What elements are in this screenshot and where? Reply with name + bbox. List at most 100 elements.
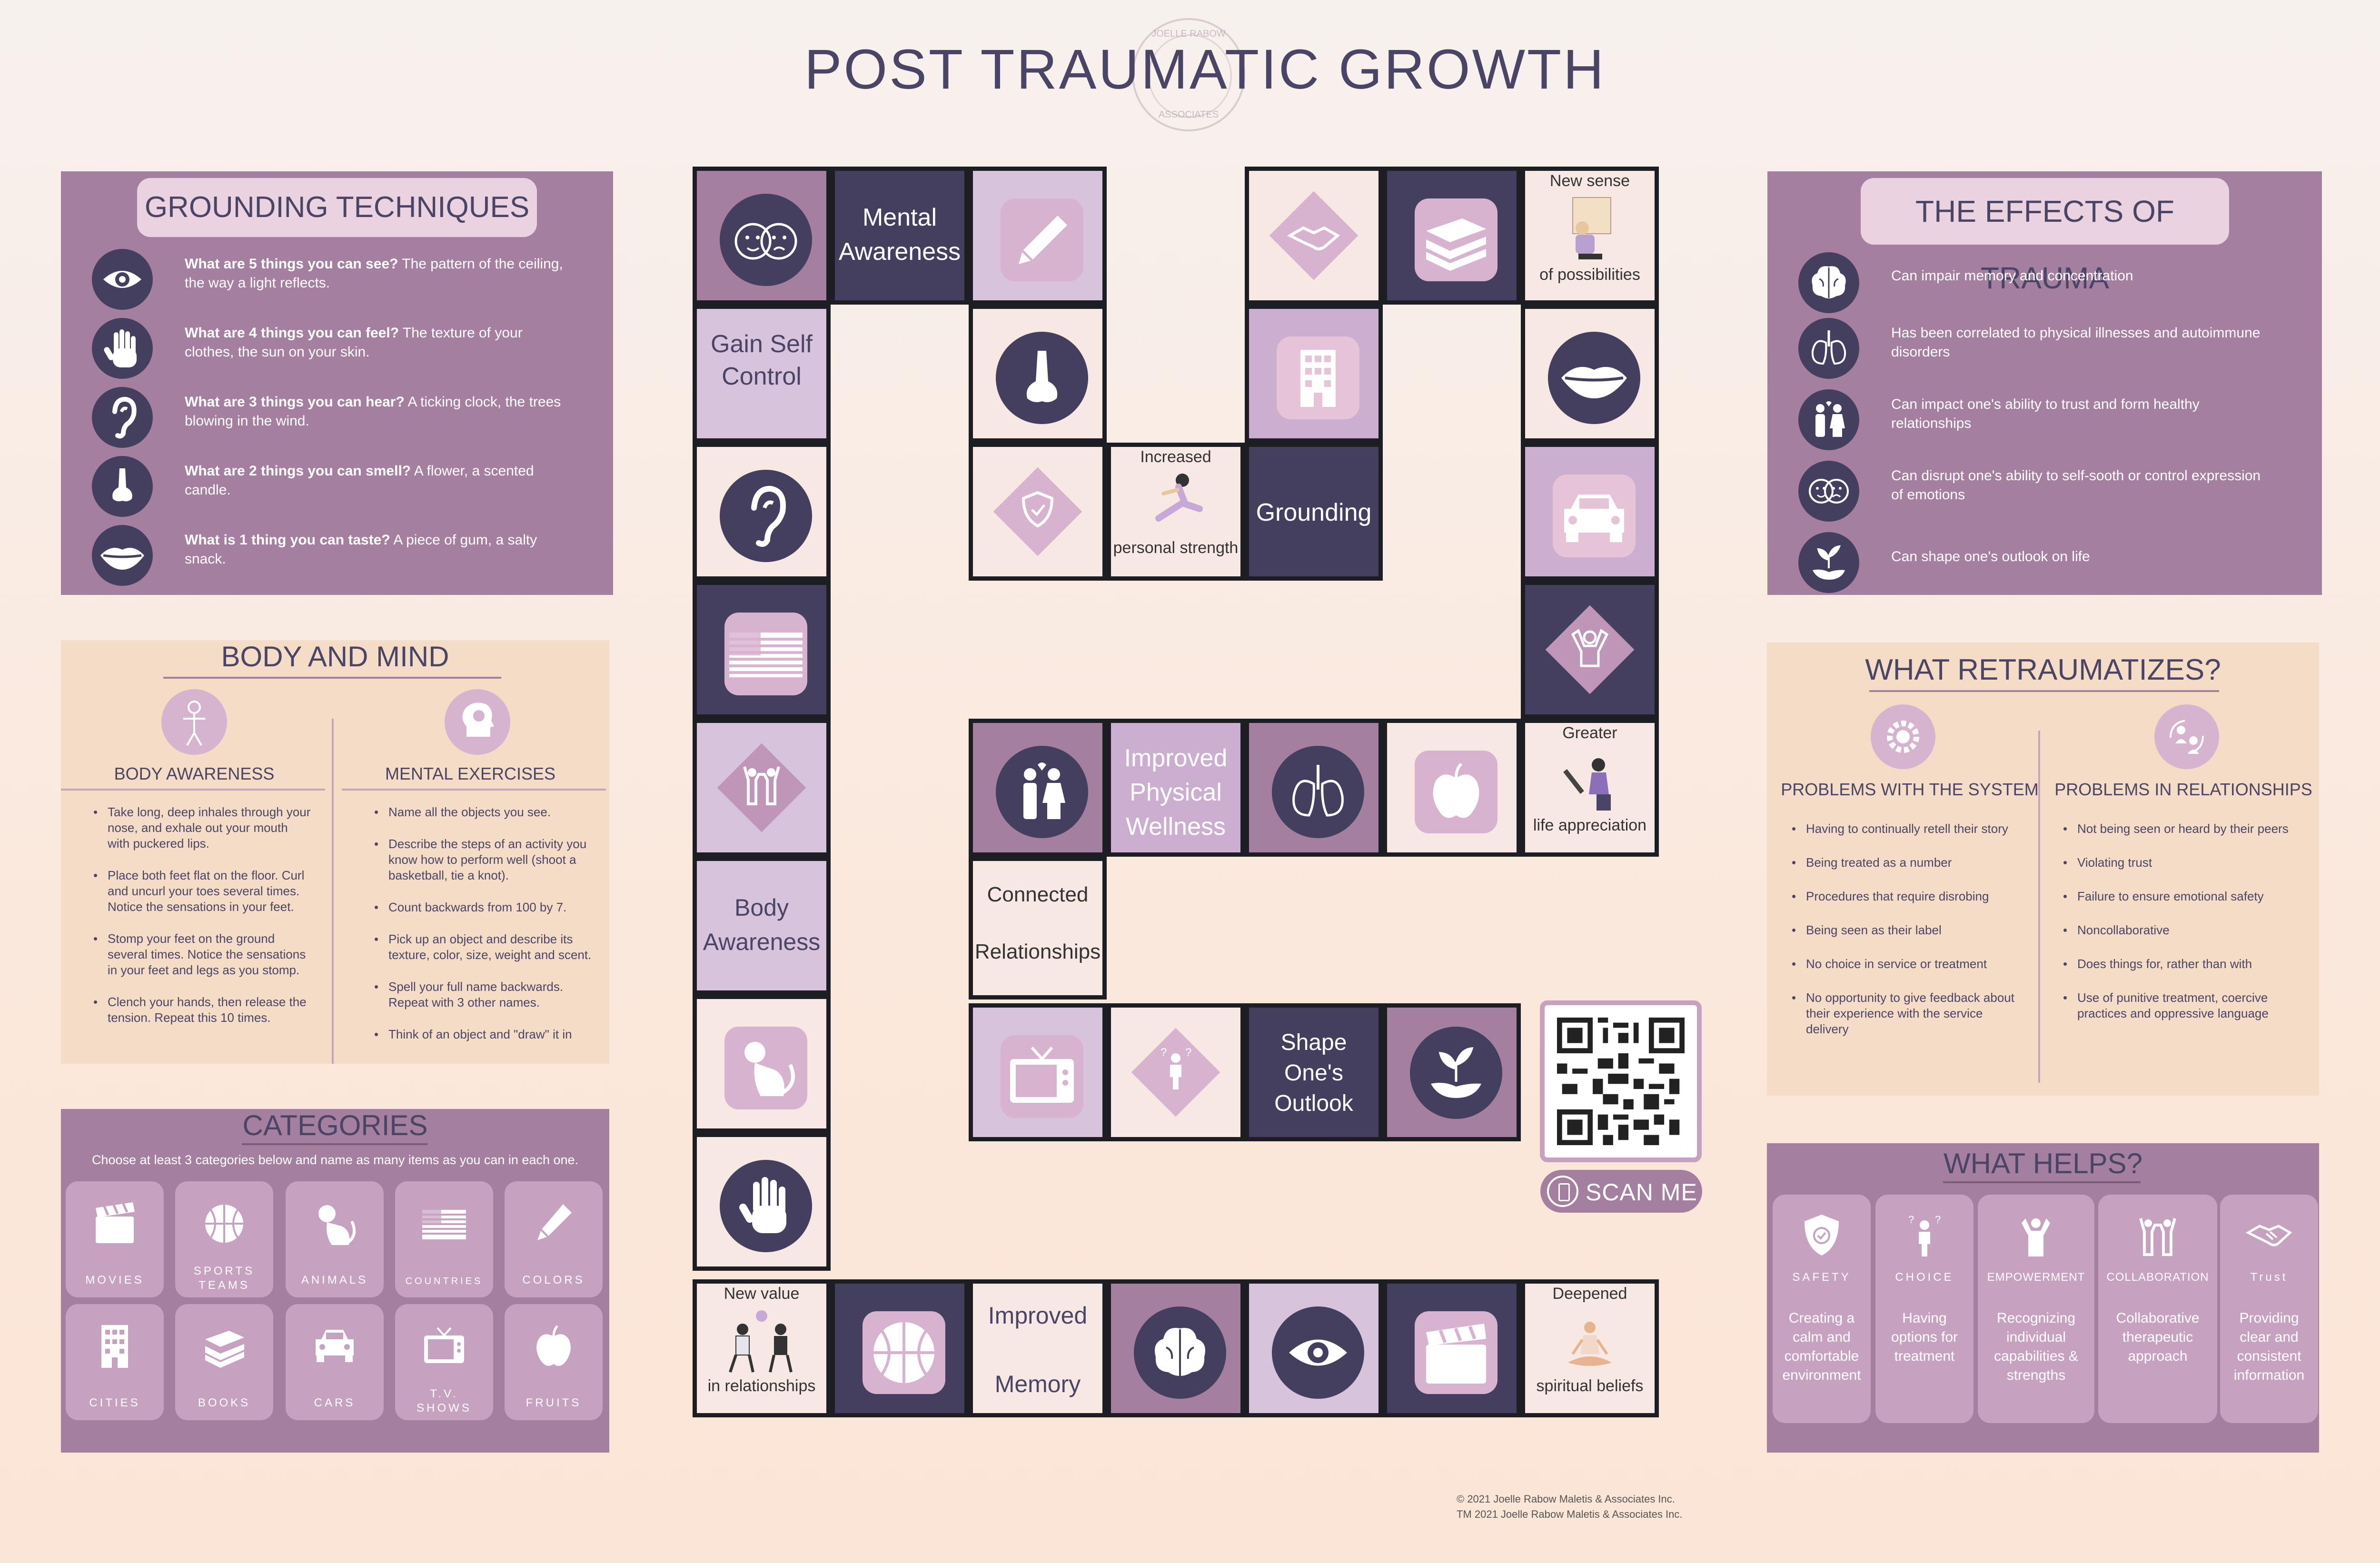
masks-icon (720, 194, 812, 286)
board-tile-masks[interactable] (693, 167, 831, 305)
category-colors[interactable]: COLORS (505, 1181, 603, 1297)
clapperboard-icon (1415, 1311, 1497, 1394)
board-tile-plant[interactable] (1383, 1003, 1521, 1141)
board-tile-couple[interactable] (969, 719, 1107, 857)
category-cities[interactable]: CITIES (66, 1304, 164, 1420)
board-tile-eye[interactable] (1245, 1279, 1383, 1417)
effects-item: Can disrupt one's ability to self-sooth … (1767, 457, 2320, 524)
board-tile-mental-awareness[interactable]: Mental Awareness (831, 167, 969, 305)
scan-me-label: SCAN ME (1586, 1179, 1697, 1206)
board-tile-new-sense[interactable]: New sense of possibilities (1521, 167, 1659, 305)
board-tile-increased-strength[interactable]: Increased personal strength (1107, 443, 1245, 581)
board-tile-ear[interactable] (693, 443, 831, 581)
board-tile-shield[interactable] (969, 443, 1107, 581)
category-movies[interactable]: MOVIES (66, 1181, 164, 1297)
two-people-talking-icon (729, 1310, 793, 1373)
lips-icon (1548, 332, 1640, 424)
categories-subtitle: Choose at least 3 categories below and n… (91, 1153, 579, 1167)
effects-item: Can shape one's outlook on life (1767, 528, 2320, 595)
help-safety: SAFETY Creating a calm and comfortable e… (1773, 1195, 1871, 1423)
collaboration-icon (2139, 1218, 2176, 1256)
board-tile-greater-appreciation[interactable]: Greater life appreciation (1521, 719, 1659, 857)
car-icon (1553, 475, 1636, 557)
game-board: Mental Awareness New sense of possibilit… (693, 167, 1673, 1428)
grounding-item: What are 3 things you can hear? A tickin… (61, 383, 613, 450)
effects-item: Can impact one's ability to trust and fo… (1767, 386, 2320, 452)
board-tile-gain-self-control[interactable]: Gain Self Control (693, 305, 831, 443)
board-tile-body-awareness[interactable]: Body Awareness (693, 857, 831, 995)
lips-icon (92, 525, 153, 586)
people-cycle-icon (2154, 704, 2219, 769)
gear-icon (1871, 704, 1935, 769)
choice-person-icon: ?? (1908, 1214, 1941, 1256)
board-tile-clapperboard[interactable] (1383, 1279, 1521, 1417)
retraumatizes-panel: WHAT RETRAUMATIZES? PROBLEMS WITH THE SY… (1767, 643, 2319, 1096)
ear-icon (720, 470, 812, 562)
shield-icon (1021, 491, 1054, 528)
body-awareness-heading: BODY AWARENESS (114, 764, 275, 783)
category-fruits[interactable]: FRUITS (505, 1304, 603, 1420)
board-tile-handshake[interactable] (1245, 167, 1383, 305)
categories-title: CATEGORIES (242, 1109, 428, 1141)
handshake-icon (2245, 1225, 2292, 1246)
board-tile-books[interactable] (1383, 167, 1521, 305)
board-tile-shape-outlook[interactable]: Shape One's Outlook (1245, 1003, 1383, 1141)
help-choice: ?? CHOICE Having options for treatment (1875, 1195, 1973, 1423)
category-tv-shows[interactable]: T.V. SHOWS (395, 1304, 493, 1420)
body-mind-panel: BODY AND MIND BODY AWARENESS MENTAL EXER… (61, 640, 609, 1064)
scan-me-button[interactable]: SCAN ME (1540, 1170, 1702, 1213)
qr-code[interactable] (1540, 1000, 1702, 1162)
flag-icon (422, 1210, 466, 1239)
board-tile-brain[interactable] (1107, 1279, 1245, 1417)
collaboration-icon (743, 766, 780, 805)
effects-title: THE EFFECTS OF TRAUMA (1861, 178, 2229, 295)
car-icon (316, 1330, 354, 1362)
board-tile-new-value[interactable]: New value in relationships (693, 1279, 831, 1417)
grounding-item: What are 2 things you can smell? A flowe… (61, 452, 613, 519)
svg-text:?: ? (1935, 1214, 1941, 1226)
category-sports-teams[interactable]: SPORTS TEAMS (175, 1181, 273, 1297)
board-tile-grounding[interactable]: Grounding (1245, 443, 1383, 581)
board-tile-lips[interactable] (1521, 305, 1659, 443)
books-icon (1415, 198, 1497, 281)
svg-text:?: ? (1160, 1046, 1167, 1059)
board-tile-flag[interactable] (693, 581, 831, 719)
board-tile-tv[interactable] (969, 1003, 1107, 1141)
board-tile-building[interactable] (1245, 305, 1383, 443)
board-tile-deepened-spiritual[interactable]: Deepened spiritual beliefs (1521, 1279, 1659, 1417)
category-countries[interactable]: COUNTRIES (395, 1181, 493, 1297)
plant-hand-icon (1410, 1027, 1502, 1119)
pencil-icon (1001, 198, 1083, 281)
board-tile-connected-relationships[interactable]: Connected Relationships (969, 857, 1107, 999)
board-tile-hand[interactable] (693, 1133, 831, 1271)
body-icon (161, 689, 227, 755)
board-tile-improved-physical[interactable]: Improved Physical Wellness (1107, 719, 1245, 857)
board-tile-collaboration[interactable] (693, 719, 831, 857)
hand-icon (92, 318, 153, 379)
pencil-icon (537, 1204, 572, 1240)
brain-head-icon (445, 689, 510, 755)
board-tile-empowerment[interactable] (1521, 581, 1659, 719)
apple-icon (536, 1325, 571, 1366)
handshake-icon (1287, 226, 1340, 250)
board-tile-pencil[interactable] (969, 167, 1107, 305)
category-animals[interactable]: ANIMALS (286, 1181, 384, 1297)
flag-icon (724, 613, 807, 695)
qr-pattern (1557, 1018, 1685, 1145)
board-tile-basketball[interactable] (831, 1279, 969, 1417)
mental-exercises-list: Name all the objects you see.Describe th… (374, 804, 595, 1059)
helps-title: WHAT HELPS? (1944, 1148, 2142, 1179)
brain-icon (1134, 1306, 1226, 1399)
strong-person-icon (1571, 629, 1609, 667)
eye-icon (92, 249, 153, 310)
board-tile-monkey[interactable] (693, 995, 831, 1133)
board-tile-nose[interactable] (969, 305, 1107, 443)
category-books[interactable]: BOOKS (175, 1304, 273, 1420)
board-tile-apple[interactable] (1383, 719, 1521, 857)
board-tile-improved-memory[interactable]: Improved Memory (969, 1279, 1107, 1417)
board-tile-car[interactable] (1521, 443, 1659, 581)
svg-text:?: ? (1908, 1214, 1914, 1226)
category-cars[interactable]: CARS (286, 1304, 384, 1420)
board-tile-choice[interactable]: ?? (1107, 1003, 1245, 1141)
board-tile-lungs[interactable] (1245, 719, 1383, 857)
